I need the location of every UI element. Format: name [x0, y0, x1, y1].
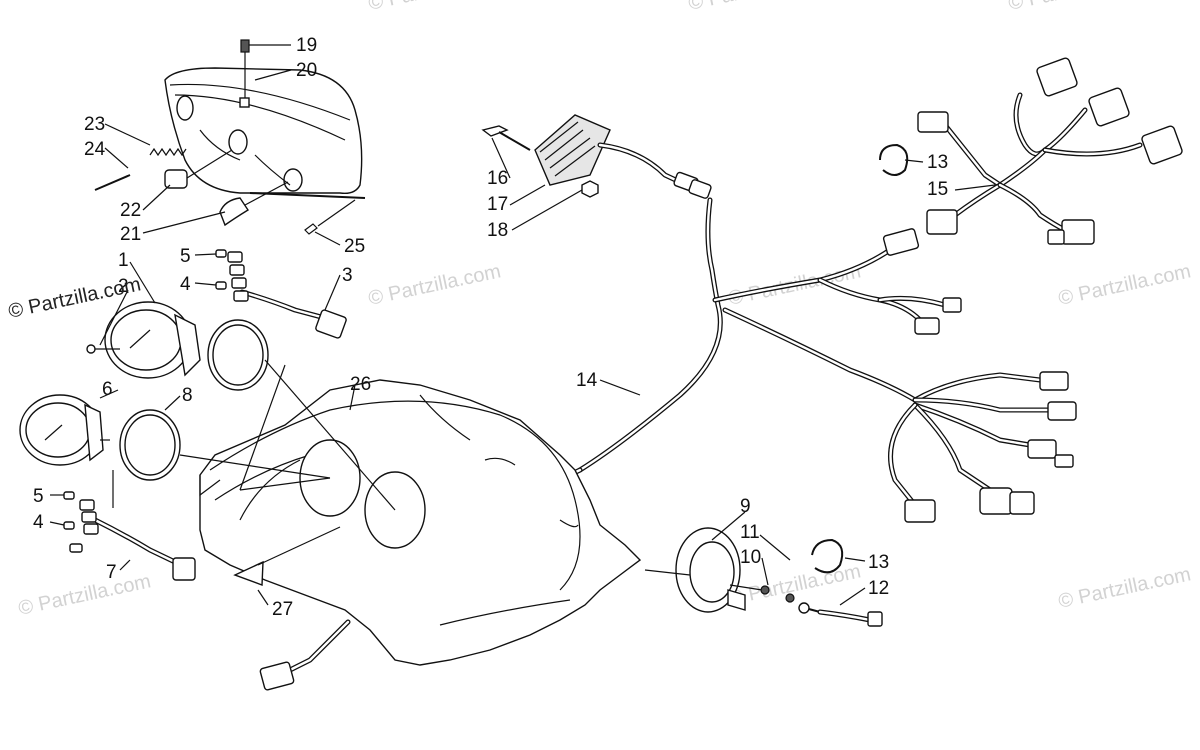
callout-2: 2	[118, 276, 129, 297]
callout-6: 6	[102, 379, 113, 400]
callout-11: 11	[740, 522, 760, 543]
callout-4-lower: 4	[33, 512, 44, 533]
callout-23: 23	[84, 114, 105, 135]
callout-19: 19	[296, 35, 317, 56]
watermark-faint: © Partzilla.com	[1056, 563, 1192, 613]
callout-13-upper: 13	[927, 152, 948, 173]
callout-7: 7	[106, 562, 117, 583]
callout-15: 15	[927, 179, 948, 200]
callout-4-upper: 4	[180, 274, 191, 295]
callout-8: 8	[182, 385, 193, 406]
callout-labels: 19 20 23 24 22 21 25 16 17 18 13 15 1 5 …	[33, 35, 948, 620]
watermark-faint: © Partzilla.com	[366, 0, 502, 15]
wiring-harness-upper	[879, 57, 1183, 245]
callout-18: 18	[487, 220, 508, 241]
leader-lines	[49, 44, 996, 606]
callout-3: 3	[342, 265, 353, 286]
callout-22: 22	[120, 200, 141, 221]
callout-17: 17	[487, 194, 508, 215]
watermark-faint: © Partzilla.com	[366, 260, 502, 310]
callout-5-lower: 5	[33, 486, 44, 507]
callout-21: 21	[120, 224, 141, 245]
voltage-regulator	[481, 114, 712, 199]
callout-10: 10	[740, 547, 761, 568]
watermark-faint: © Partzilla.com	[16, 570, 152, 620]
gauge-assembly	[19, 249, 347, 581]
callout-20: 20	[296, 60, 317, 81]
callout-27: 27	[272, 599, 293, 620]
callout-9: 9	[740, 496, 751, 517]
callout-5-upper: 5	[180, 246, 191, 267]
watermark-faint: © Partzilla.com	[686, 0, 822, 15]
callout-24: 24	[84, 139, 106, 160]
pilot-light-assembly	[644, 527, 883, 627]
callout-1: 1	[118, 250, 129, 271]
callout-25: 25	[344, 236, 365, 257]
callout-26: 26	[350, 374, 371, 395]
callout-13-lower: 13	[868, 552, 889, 573]
watermark-faint: © Partzilla.com	[1006, 0, 1142, 15]
headlight-assembly	[94, 39, 366, 235]
watermark-faint: © Partzilla.com	[1056, 260, 1192, 310]
callout-14: 14	[576, 370, 598, 391]
wiring-harness-main	[542, 197, 1077, 523]
callout-16: 16	[487, 168, 508, 189]
callout-12: 12	[868, 578, 889, 599]
dash-panel	[179, 359, 642, 691]
